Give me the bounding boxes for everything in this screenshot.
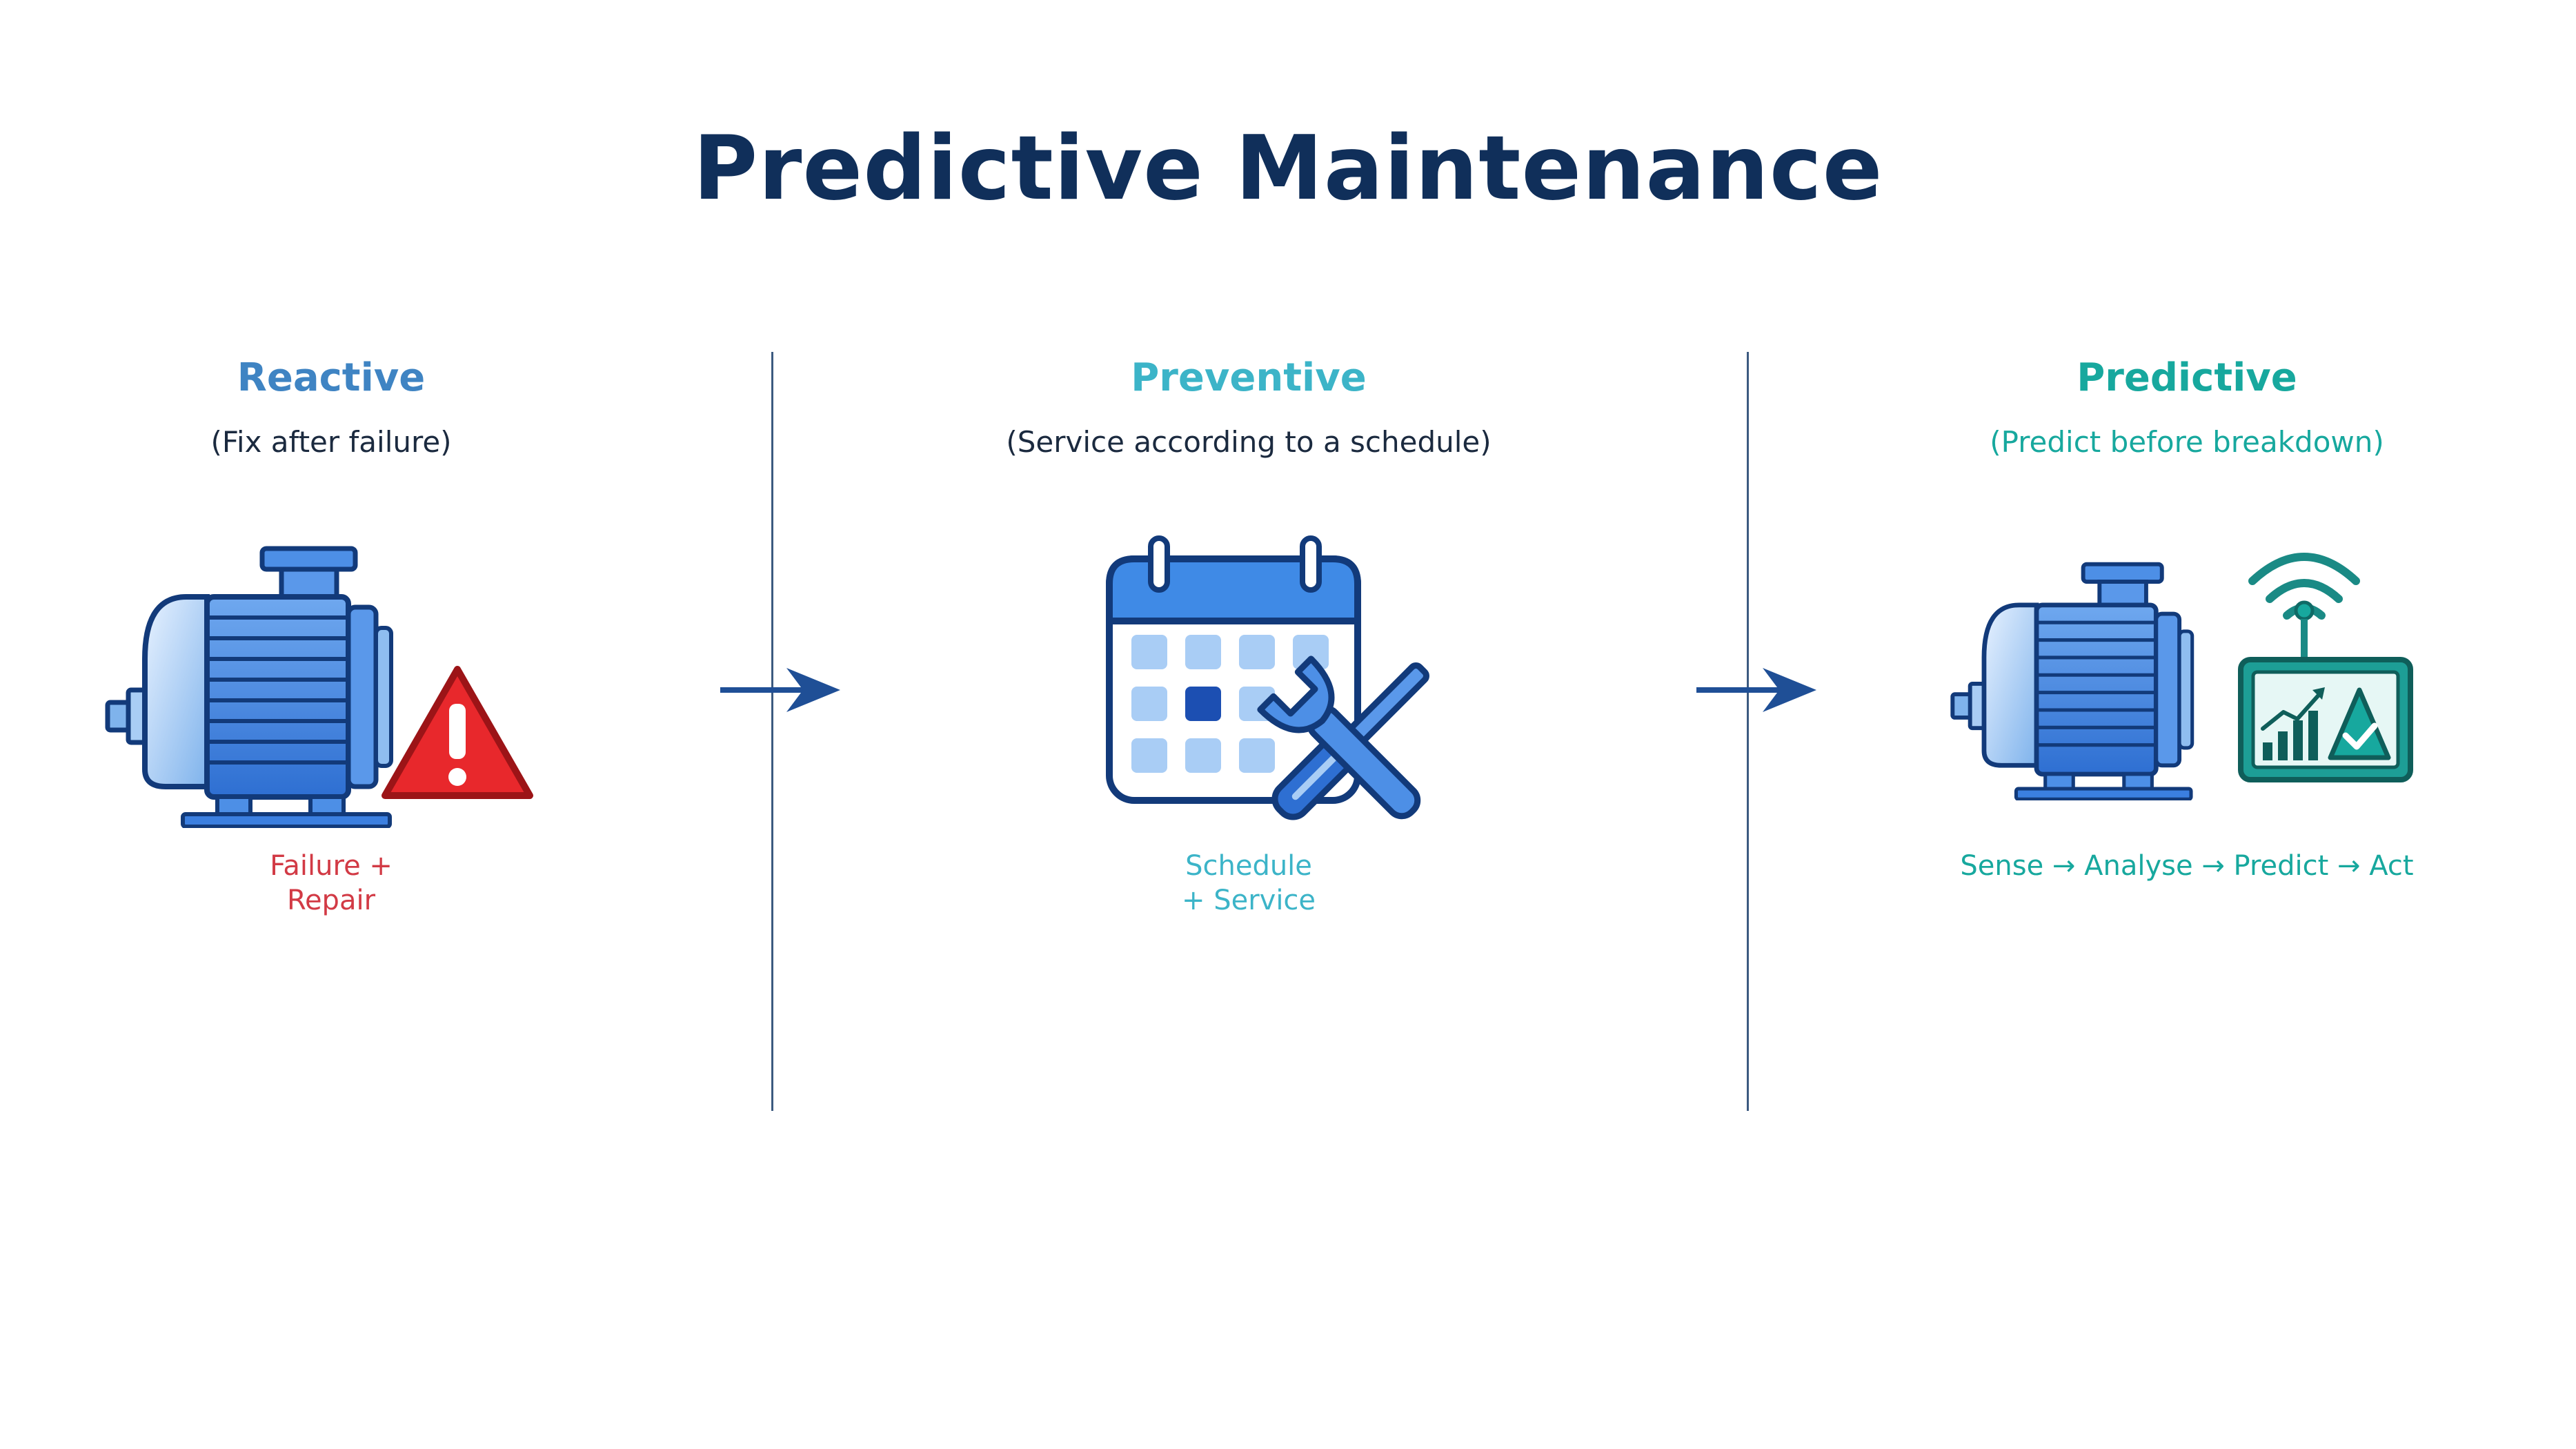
page-title: Predictive Maintenance: [693, 117, 1883, 220]
motor-icon: [1950, 562, 2194, 800]
arrow-right-icon: [720, 668, 840, 712]
caption-line: Repair: [286, 885, 376, 916]
caption-line: Sense → Analyse → Predict → Act: [1960, 850, 2414, 882]
wifi-signal-icon: [2248, 553, 2360, 659]
stage-subtitle: (Service according to a schedule): [1006, 425, 1492, 459]
divider-1: [771, 352, 773, 1111]
warning-icon: [382, 666, 533, 799]
caption-line: + Service: [1181, 885, 1316, 916]
stage-caption: Schedule + Service: [1042, 849, 1456, 918]
stage-subtitle: (Fix after failure): [210, 425, 452, 459]
stage-heading: Predictive: [2077, 355, 2297, 400]
stage-predictive: Predictive (Predict before breakdown): [1876, 359, 2497, 457]
stage-preventive: Preventive (Service according to a sched…: [904, 359, 1594, 457]
stage-heading: Preventive: [1131, 355, 1367, 400]
caption-line: Failure +: [270, 850, 393, 882]
stage-reactive: Reactive (Fix after failure): [69, 359, 593, 457]
stage-caption: Failure + Repair: [69, 849, 593, 918]
caption-line: Schedule: [1185, 850, 1312, 882]
arrow-right-icon: [1696, 668, 1816, 712]
wrench-screwdriver-icon: [1257, 656, 1429, 820]
stage-caption: Sense → Analyse → Predict → Act: [1911, 849, 2463, 883]
analytics-monitor-icon: [2238, 657, 2413, 782]
divider-2: [1747, 352, 1749, 1111]
stage-subtitle: (Predict before breakdown): [1990, 425, 2384, 459]
motor-icon: [105, 546, 393, 828]
stage-heading: Reactive: [237, 355, 426, 400]
